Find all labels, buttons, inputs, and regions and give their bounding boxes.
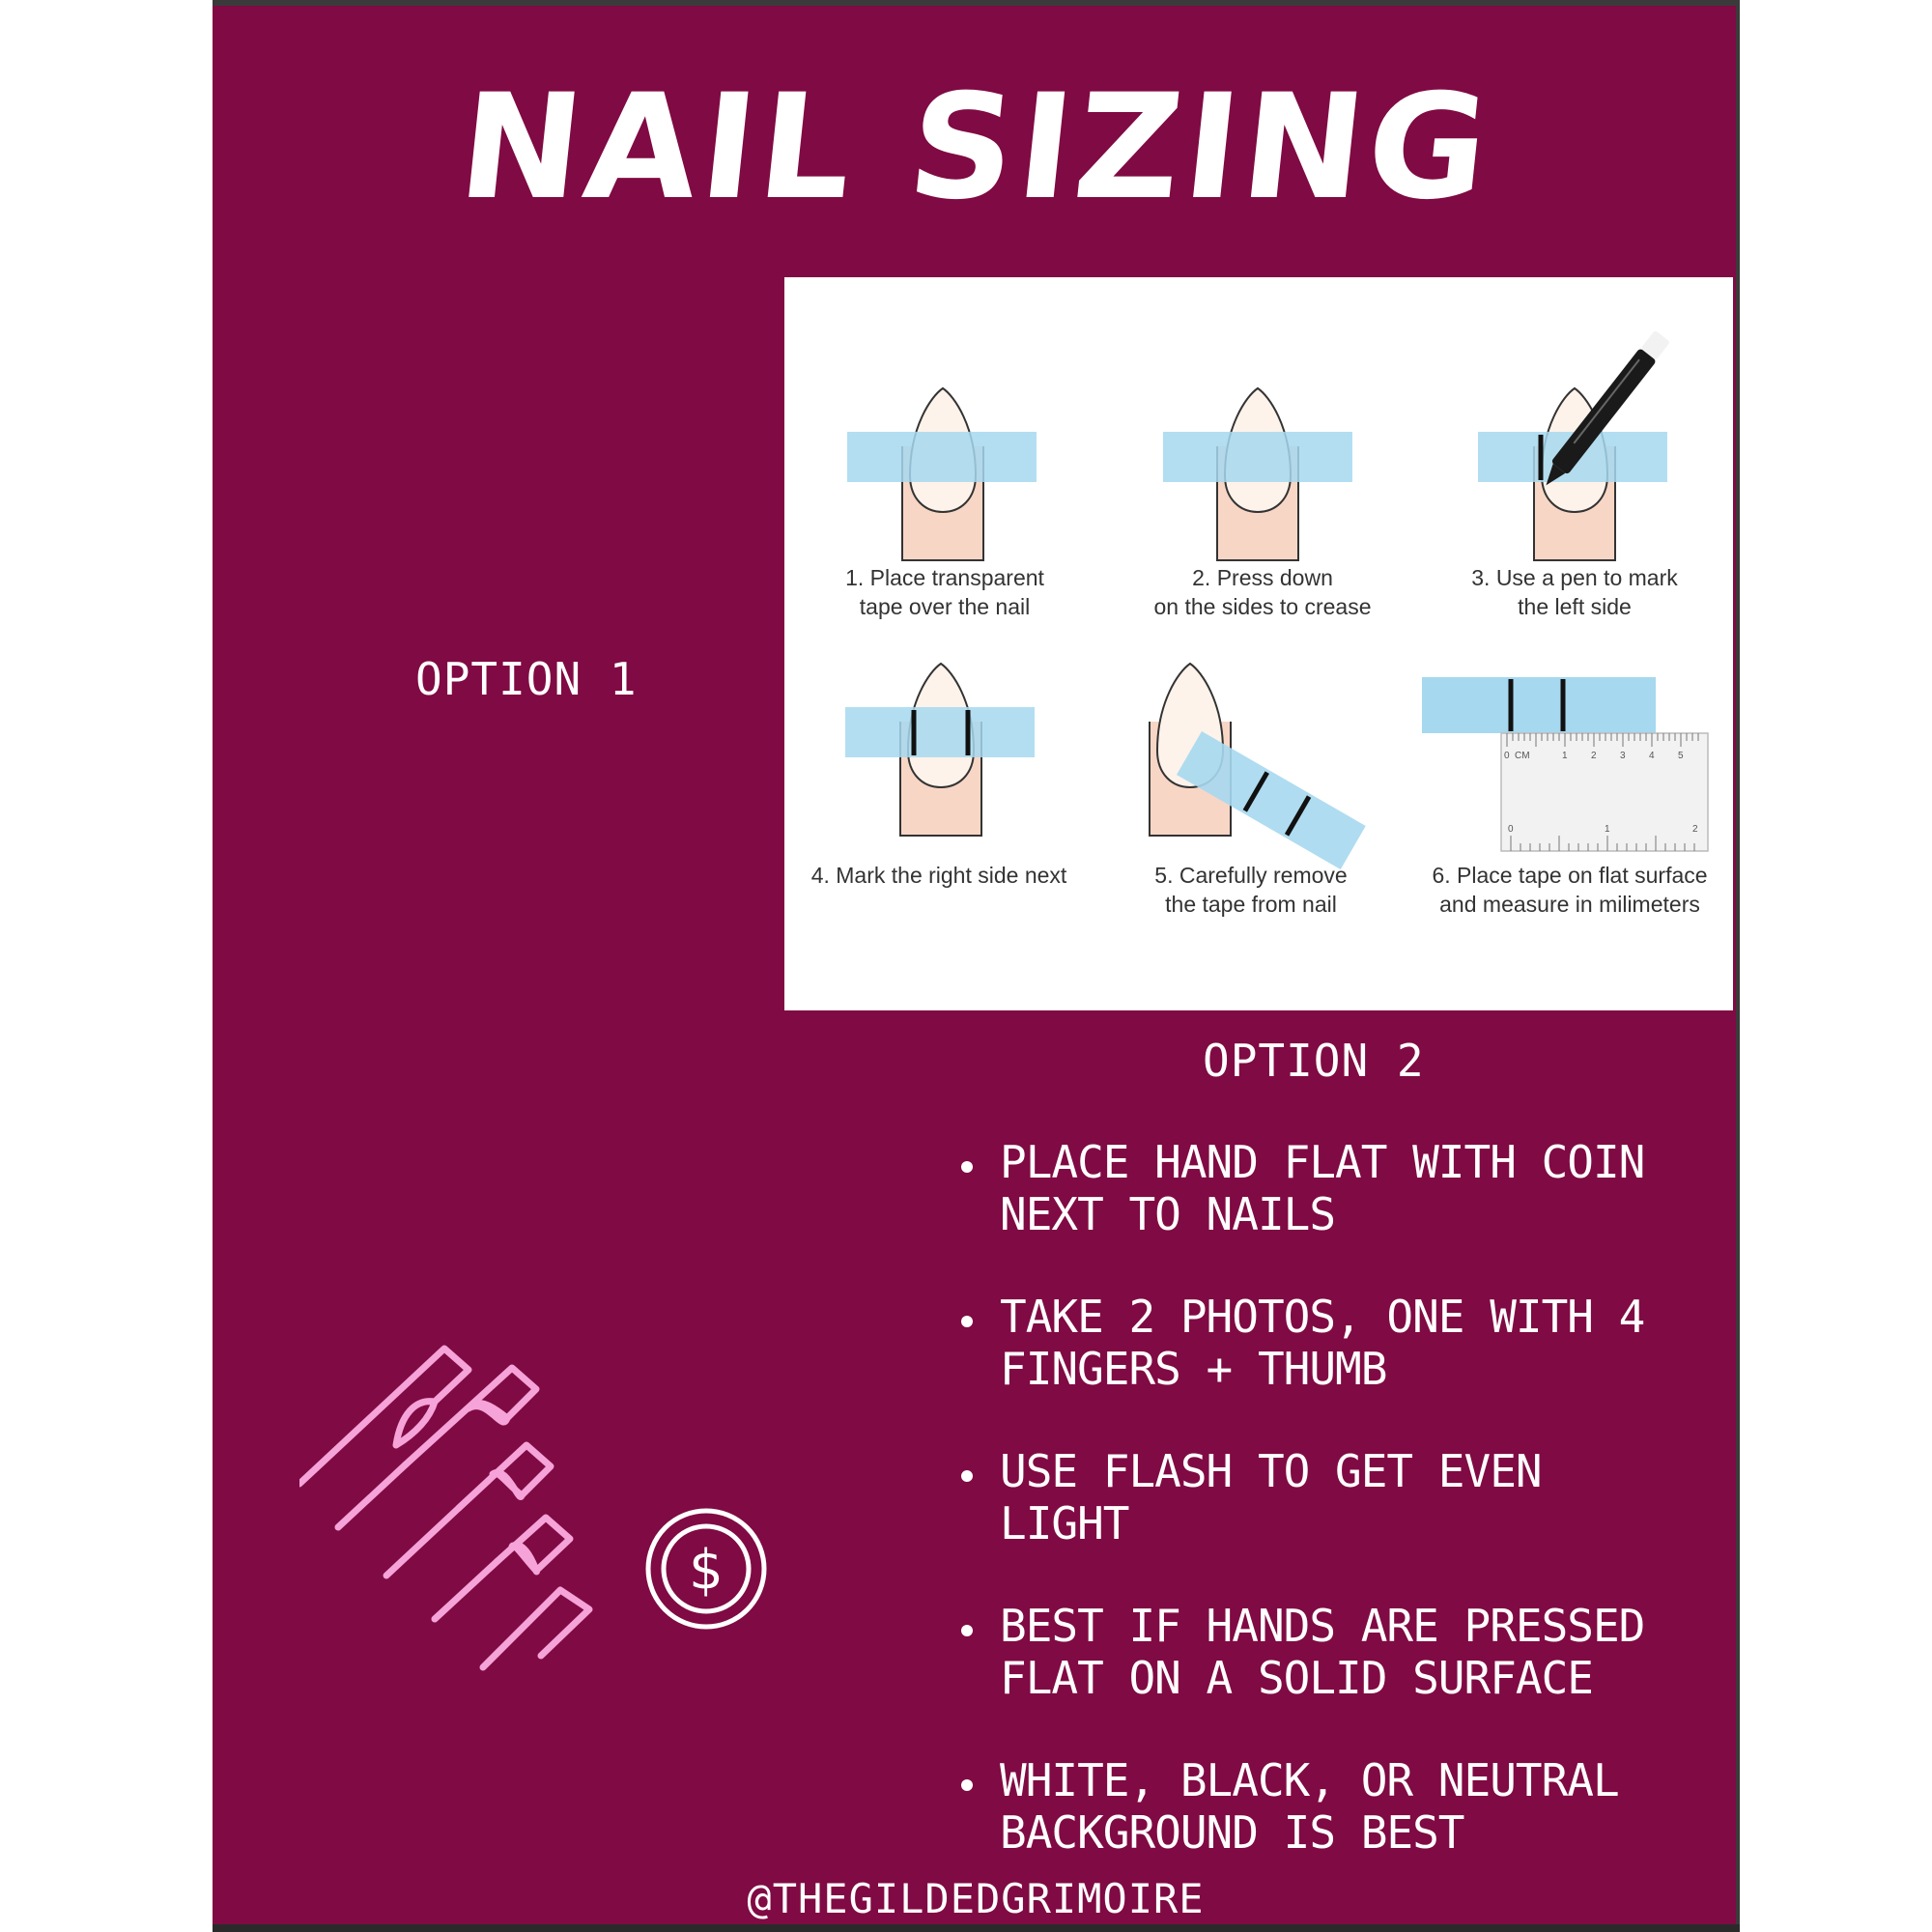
step-6-caption: 6. Place tape on flat surface and measur… [1432,863,1708,917]
step-4-figure [845,663,1035,837]
poster: NAIL SIZING OPTION 1 [213,0,1739,1932]
step-1-figure [847,387,1037,561]
manicured-hand-icon [299,1345,593,1671]
step-3-figure [1478,330,1669,561]
option-2-label: OPTION 2 [1203,1035,1425,1087]
list-item: USE FLASH TO GET EVEN LIGHT [961,1445,1695,1549]
social-handle: @THEGILDEDGRIMOIRE [747,1875,1205,1922]
step-4-caption: 4. Mark the right side next [810,863,1067,888]
step-2-figure [1163,387,1352,561]
step-3-caption: 3. Use a pen to mark the left side [1471,565,1678,619]
ruler-tick-label: 1 [1562,751,1568,761]
ruler-tick-label: 5 [1678,751,1684,761]
step-1-caption: 1. Place transparent tape over the nail [845,565,1044,619]
frame-edge [213,1924,1740,1932]
nail-steps-illustration: 0 CM 1 2 3 4 5 0 1 2 [845,330,1709,870]
instruction-panel: 0 CM 1 2 3 4 5 0 1 2 1. Place transparen… [784,277,1733,1010]
ruler-tick-label: 0 [1504,751,1510,761]
step-5-caption: 5. Carefully remove the tape from nail [1154,863,1348,917]
list-item: TAKE 2 PHOTOS, ONE WITH 4 FINGERS + THUM… [961,1291,1695,1395]
instructions-list: PLACE HAND FLAT WITH COIN NEXT TO NAILS … [961,1136,1695,1909]
dollar-coin-icon: $ [645,1508,767,1630]
ruler-tick-label: 2 [1591,751,1597,761]
ruler-tick-label: 3 [1620,751,1626,761]
ruler-tick-label: 0 [1508,824,1514,835]
list-item: PLACE HAND FLAT WITH COIN NEXT TO NAILS [961,1136,1695,1240]
option-1-label: OPTION 1 [415,653,638,705]
svg-text:$: $ [689,1539,724,1602]
list-item: WHITE, BLACK, OR NEUTRAL BACKGROUND IS B… [961,1754,1695,1859]
step-5-figure [1149,663,1366,870]
ruler-icon: 0 CM 1 2 3 4 5 0 1 2 [1500,732,1709,852]
step-2-caption: 2. Press down on the sides to crease [1153,565,1372,619]
frame-edge [1736,0,1740,1932]
ruler-tick-label: 4 [1649,751,1655,761]
list-item: BEST IF HANDS ARE PRESSED FLAT ON A SOLI… [961,1600,1695,1704]
step-6-figure: 0 CM 1 2 3 4 5 0 1 2 [1422,677,1709,852]
ruler-tick-label: 2 [1692,824,1698,835]
pen-icon [1546,330,1669,486]
ruler-unit-label: CM [1515,751,1530,761]
ruler-tick-label: 1 [1605,824,1610,835]
bullet-dot-icon [961,1161,973,1173]
bullet-dot-icon [961,1470,973,1482]
bullet-dot-icon [961,1316,973,1327]
bullet-dot-icon [961,1625,973,1636]
bullet-dot-icon [961,1779,973,1791]
page-title: NAIL SIZING [451,64,1500,232]
